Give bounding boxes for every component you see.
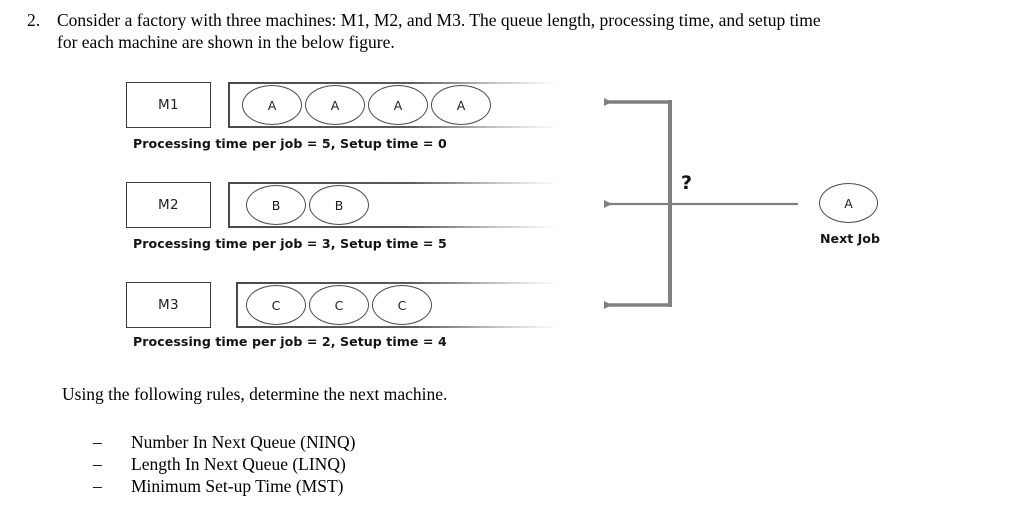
job-oval-m3-3: C — [372, 285, 432, 325]
machine-box-label-m1: M1 — [157, 97, 180, 113]
queue-rule-top-m1 — [228, 82, 558, 84]
rule-item-mst: – Minimum Set-up Time (MST) — [93, 475, 356, 497]
job-oval-label-m1-3: A — [393, 97, 403, 113]
queue-rule-left-m3 — [236, 282, 238, 328]
rule-text-linq: Length In Next Queue (LINQ) — [131, 454, 346, 474]
queue-rule-top-m2 — [228, 182, 558, 184]
job-oval-label-m3-1: C — [271, 297, 281, 313]
queue-rule-bottom-m1 — [228, 126, 558, 128]
job-oval-label-m3-2: C — [334, 297, 344, 313]
question-number: 2. — [27, 10, 41, 30]
machine-box-m3: M3 — [126, 282, 211, 328]
job-oval-label-m2-1: B — [271, 197, 281, 213]
machine-box-label-m3: M3 — [157, 297, 180, 313]
rule-dash-mst: – — [93, 476, 102, 496]
machine-box-m1: M1 — [126, 82, 211, 128]
job-oval-label-m1-4: A — [456, 97, 466, 113]
queue-band-m1: A A A A — [228, 82, 558, 128]
machine-box-label-m2: M2 — [157, 197, 180, 213]
job-oval-m1-4: A — [431, 85, 491, 125]
rule-text-mst: Minimum Set-up Time (MST) — [131, 476, 344, 496]
question-stem-row: 2. Consider a factory with three machine… — [27, 9, 987, 53]
question-line-2: for each machine are shown in the below … — [57, 32, 395, 52]
rules-list: – Number In Next Queue (NINQ) – Length I… — [93, 431, 356, 497]
rule-dash-ninq: – — [93, 432, 102, 452]
job-oval-m2-2: B — [309, 185, 369, 225]
machine-caption-m3: Processing time per job = 2, Setup time … — [133, 334, 447, 349]
job-oval-label-m1-1: A — [267, 97, 277, 113]
job-oval-m1-1: A — [242, 85, 302, 125]
rule-dash-linq: – — [93, 454, 102, 474]
job-oval-m2-1: B — [246, 185, 306, 225]
next-job-caption: Next Job — [820, 231, 880, 246]
queue-rule-left-m1 — [228, 82, 230, 128]
question-text: Consider a factory with three machines: … — [57, 9, 987, 53]
question-line-1: Consider a factory with three machines: … — [57, 10, 821, 30]
queue-rule-bottom-m3 — [236, 326, 558, 328]
rule-item-linq: – Length In Next Queue (LINQ) — [93, 453, 356, 475]
job-oval-label-m2-2: B — [334, 197, 344, 213]
job-oval-m3-2: C — [309, 285, 369, 325]
queue-rule-bottom-m2 — [228, 226, 558, 228]
rules-intro: Using the following rules, determine the… — [62, 384, 448, 404]
queue-rule-left-m2 — [228, 182, 230, 228]
queue-band-m3: C C C — [236, 282, 558, 328]
next-job-oval: A — [819, 183, 878, 223]
job-oval-m1-3: A — [368, 85, 428, 125]
next-job-oval-label: A — [844, 195, 853, 211]
queue-rule-top-m3 — [236, 282, 558, 284]
question-stem: 2. Consider a factory with three machine… — [27, 9, 987, 53]
machine-caption-m1: Processing time per job = 5, Setup time … — [133, 136, 447, 151]
job-oval-m1-2: A — [305, 85, 365, 125]
router-question-mark: ? — [681, 172, 693, 194]
job-oval-label-m1-2: A — [330, 97, 340, 113]
queue-band-m2: B B — [228, 182, 558, 228]
job-oval-m3-1: C — [246, 285, 306, 325]
job-oval-label-m3-3: C — [397, 297, 407, 313]
machine-box-m2: M2 — [126, 182, 211, 228]
rule-text-ninq: Number In Next Queue (NINQ) — [131, 432, 356, 452]
machine-caption-m2: Processing time per job = 3, Setup time … — [133, 236, 447, 251]
rule-item-ninq: – Number In Next Queue (NINQ) — [93, 431, 356, 453]
